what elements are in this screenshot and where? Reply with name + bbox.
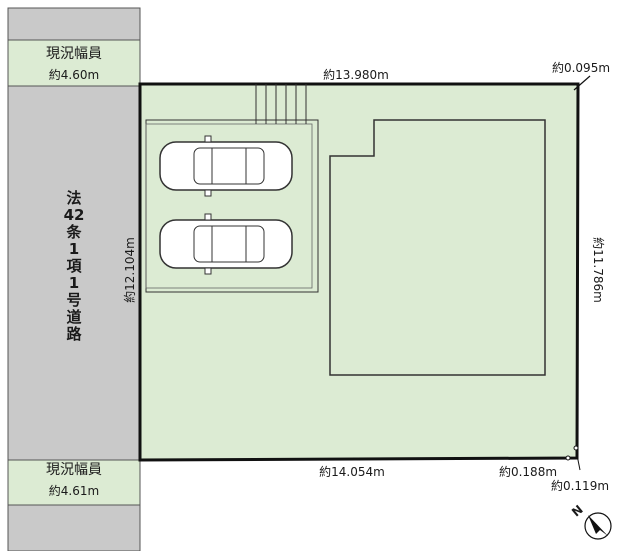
road-width-label-top: 現況幅員: [46, 46, 102, 62]
dimension-left-edge: 約12.104m: [122, 237, 137, 303]
compass-north-label: N: [569, 502, 586, 519]
compass-needle: [588, 515, 608, 536]
road-width-band-top: [7, 39, 141, 87]
road-name-char: 条: [65, 223, 82, 241]
road-name-char: 路: [66, 325, 82, 343]
road-name-char: 法: [66, 189, 81, 207]
dimension-bottom-right-offset-b: 約0.119m: [551, 478, 609, 493]
dimension-top-right-offset: 約0.095m: [552, 60, 610, 75]
offset-leader-top-right: [573, 75, 591, 91]
road-name-char: 42: [64, 206, 85, 224]
dimension-bottom-right-offset-a: 約0.188m: [499, 464, 557, 479]
road-name-char: 号: [66, 291, 81, 309]
north-arrow: N: [569, 502, 612, 540]
road-width-band-bottom: [7, 459, 141, 506]
dimension-bottom-edge: 約14.054m: [319, 464, 385, 479]
car-2: [159, 213, 293, 275]
road-name-char: 1: [69, 240, 79, 258]
dimension-right-edge: 約11.786m: [591, 237, 606, 303]
road-name-char: 1: [69, 274, 79, 292]
dimension-top-edge: 約13.980m: [323, 67, 389, 82]
road-width-value-top: 約4.60m: [49, 67, 99, 82]
building-footprint: [329, 119, 546, 376]
offset-leader-bottom-right: [575, 449, 581, 471]
entrance-steps: [255, 84, 307, 124]
road-name-char: 道: [66, 308, 81, 326]
boundary-marker: [573, 445, 579, 451]
car-1: [159, 135, 293, 197]
parking-area-inner: [145, 123, 313, 289]
road-width-label-bottom: 現況幅員: [46, 462, 102, 478]
road-width-value-bottom: 約4.61m: [49, 483, 99, 498]
road-name-char: 項: [66, 257, 82, 275]
road-name: 法 42 条 1 項 1 号 道 路: [64, 189, 85, 343]
boundary-marker: [565, 455, 571, 461]
